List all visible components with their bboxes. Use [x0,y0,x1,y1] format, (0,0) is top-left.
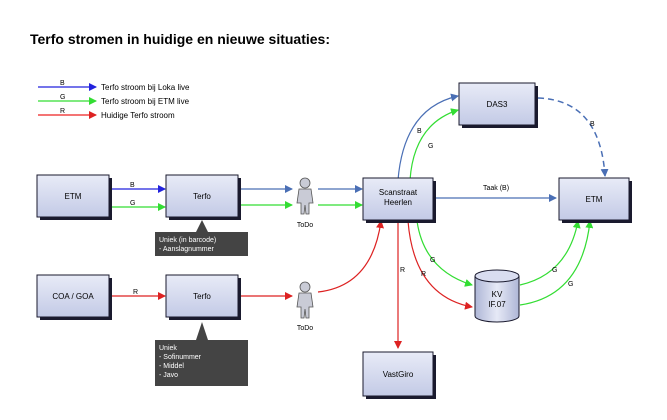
node-label-coa-goa: COA / GOA [52,292,94,301]
node-label-kv: KV [492,290,503,299]
edge-scan-das3-b [397,93,459,181]
callout-top-line-1: Uniek (in barcode) [159,237,216,244]
node-terfo-bottom[interactable]: Terfo [165,274,241,320]
edge-todo-scan-r [317,220,384,293]
edge-das3-etm-b [537,97,609,177]
legend-code-g: G [60,94,65,101]
callout-bottom-line-3: - Middel [159,363,184,370]
node-label-etm-right: ETM [586,195,603,204]
edge-label-scan-das3-b: B [417,128,422,135]
callout-bottom-line-2: - Sofinummer [159,354,202,361]
edge-label-kv-etm-g2: G [568,281,573,288]
node-etm-right[interactable]: ETM [558,177,632,223]
actor-label-todo-top: ToDo [297,222,313,229]
edge-label-scan-kv-r: R [421,271,426,278]
edge-kv-etm-g2 [519,220,594,306]
edge-label-kv-etm-g: G [552,267,557,274]
node-das3[interactable]: DAS3 [458,82,538,128]
node-label-terfo-top: Terfo [193,192,211,201]
actor-todo-top: ToDo [296,177,314,229]
edge-kv-etm-g [519,220,581,286]
node-label-vastgiro: VastGiro [383,370,414,379]
edge-scan-das3-g [409,108,459,181]
callout-bottom-line-1: Uniek [159,345,177,352]
node-etm-left[interactable]: ETM [36,174,112,220]
callout-bottom-line-4: - Javo [159,372,178,379]
legend-code-b: B [60,80,65,87]
person-icon [296,177,314,215]
node-vastgiro[interactable]: VastGiro [362,351,436,399]
node-label-heerlen: Heerlen [384,198,412,207]
node-label-etm-left: ETM [65,192,82,201]
node-kv-database[interactable]: KV IF.07 [474,269,520,323]
actor-label-todo-bottom: ToDo [297,325,313,332]
page-title: Terfo stromen in huidige en nieuwe situa… [30,31,331,47]
nodes: ETM Terfo COA / GOA Terfo Scanstraat Hee… [36,82,632,399]
callout-top: Uniek (in barcode) - Aanslagnummer [155,220,248,256]
legend-item-b: B Terfo stroom bij Loka live [38,80,190,92]
actor-todo-bottom: ToDo [296,281,314,332]
edge-das3-etm-g [538,110,589,176]
legend-item-r: R Huidige Terfo stroom [38,108,175,120]
legend-code-r: R [60,108,65,115]
edge-label-etm-terfo-g: G [130,200,135,207]
person-icon [296,281,314,319]
edge-label-taak: Taak (B) [483,185,509,192]
callout-top-line-2: - Aanslagnummer [159,246,215,253]
legend-text-b: Terfo stroom bij Loka live [101,83,190,92]
edge-label-etm-terfo-b: B [130,182,135,189]
edge-label-scan-vastgiro-r: R [400,267,405,274]
node-label-if07: IF.07 [488,300,506,309]
legend-text-r: Huidige Terfo stroom [101,111,175,120]
edge-label-das3-etm-b: B [590,121,595,128]
node-scanstraat[interactable]: Scanstraat Heerlen [362,177,436,223]
node-label-terfo-bottom: Terfo [193,292,211,301]
legend: B Terfo stroom bij Loka live G Terfo str… [38,80,190,120]
edge-label-coa-terfo-r: R [133,289,138,296]
node-label-scanstraat: Scanstraat [379,188,418,197]
edge-label-scan-das3-g: G [428,143,433,150]
edge-label-scan-kv-g: G [430,257,435,264]
node-label-das3: DAS3 [487,100,508,109]
node-terfo-top[interactable]: Terfo [165,174,241,220]
edge-scan-kv-r [407,220,473,310]
node-coa-goa[interactable]: COA / GOA [36,274,112,320]
edge-scan-kv-g [416,220,473,287]
edges: B G R B G B Taak (B) R G R [112,93,609,349]
legend-text-g: Terfo stroom bij ETM live [101,97,190,106]
callout-bottom: Uniek - Sofinummer - Middel - Javo [155,322,248,386]
legend-item-g: G Terfo stroom bij ETM live [38,94,190,106]
